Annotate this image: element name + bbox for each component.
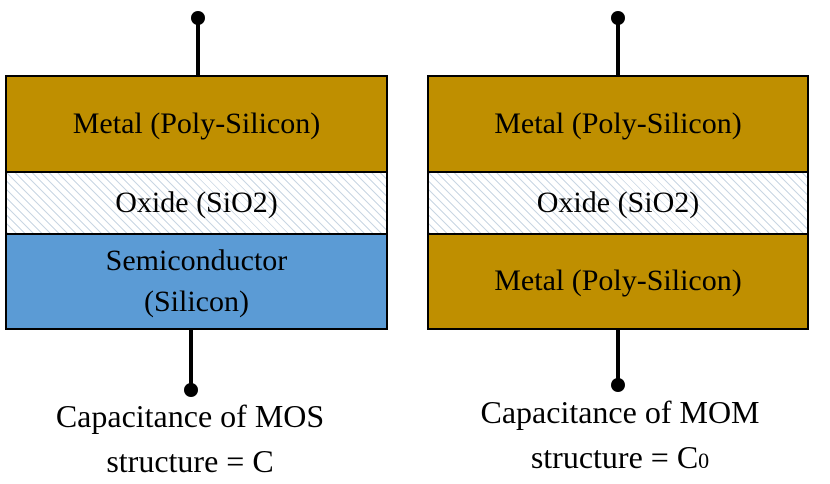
- mos-bottom-lead: [189, 328, 193, 388]
- mom-caption-line2: structure = C0: [430, 435, 810, 480]
- mom-bottom-metal-layer: Metal (Poly-Silicon): [427, 233, 809, 330]
- mos-semiconductor-label-line2: (Silicon): [144, 284, 249, 318]
- mom-caption-line2-text: structure = C: [530, 438, 699, 475]
- mos-bottom-terminal: [184, 383, 198, 397]
- mos-caption-line2: structure = C: [106, 442, 274, 479]
- mos-caption: Capacitance of MOS structure = C: [0, 394, 380, 484]
- mom-caption-line1: Capacitance of MOM: [480, 394, 760, 430]
- mom-oxide-label: Oxide (SiO2): [536, 185, 700, 219]
- mos-metal-layer: Metal (Poly-Silicon): [5, 75, 388, 173]
- mos-caption-line1: Capacitance of MOS: [55, 398, 325, 434]
- mom-bottom-lead: [616, 328, 620, 384]
- mom-top-lead: [616, 18, 620, 76]
- mos-oxide-layer: Oxide (SiO2): [5, 171, 388, 235]
- mos-oxide-label: Oxide (SiO2): [115, 185, 278, 219]
- mom-top-metal-label: Metal (Poly-Silicon): [494, 106, 742, 140]
- mos-metal-label: Metal (Poly-Silicon): [72, 106, 321, 140]
- mos-top-lead: [196, 18, 200, 76]
- mos-semiconductor-label-line1: Semiconductor: [105, 244, 288, 277]
- mom-oxide-layer: Oxide (SiO2): [427, 171, 809, 235]
- mom-bottom-metal-label: Metal (Poly-Silicon): [494, 264, 742, 298]
- mos-semiconductor-layer: Semiconductor (Silicon): [5, 233, 388, 330]
- mom-caption: Capacitance of MOM structure = C0: [430, 390, 810, 480]
- mom-caption-subscript: 0: [698, 447, 710, 473]
- mom-bottom-terminal: [611, 378, 625, 392]
- mom-top-metal-layer: Metal (Poly-Silicon): [427, 75, 809, 173]
